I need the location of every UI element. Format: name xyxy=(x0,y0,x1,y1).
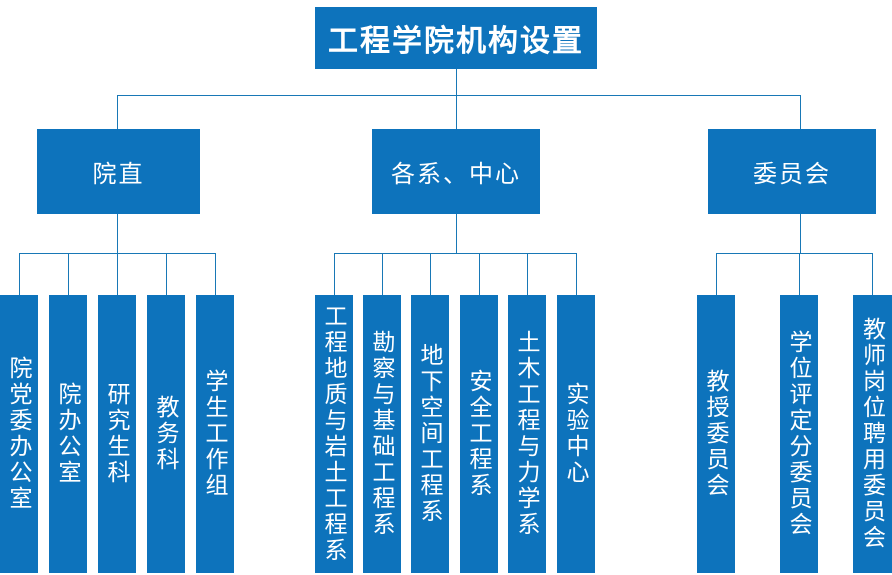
leaf-party-committee-office: 院党委办公室 xyxy=(0,295,38,573)
leaf-engineering-geology-geotech-dept: 工程地质与岩土工程系 xyxy=(315,295,353,573)
branch-departments-centers: 各系、中心 xyxy=(372,129,540,214)
connector-drop-geology-geotech xyxy=(334,253,335,295)
leaf-professor-committee: 教授委员会 xyxy=(697,295,735,573)
connector-committees-stem xyxy=(800,214,801,253)
connector-departments-horizontal xyxy=(334,253,577,254)
connector-committees-horizontal xyxy=(716,253,873,254)
connector-drop-professor-committee xyxy=(716,253,717,295)
leaf-graduate-section-label: 研究生科 xyxy=(104,382,130,486)
leaf-teacher-position-employment-committee: 教师岗位聘用委员会 xyxy=(853,295,892,573)
leaf-party-committee-office-label: 院党委办公室 xyxy=(6,356,32,512)
connector-drop-branch-departments xyxy=(456,95,457,129)
leaf-academic-affairs-section: 教务科 xyxy=(147,295,185,573)
connector-drop-branch-yuanzhi xyxy=(117,95,118,129)
leaf-degree-evaluation-subcommittee: 学位评定分委员会 xyxy=(780,295,818,573)
connector-drop-college-office xyxy=(68,253,69,295)
leaf-safety-engineering-dept: 安全工程系 xyxy=(460,295,498,573)
leaf-academic-affairs-section-label: 教务科 xyxy=(153,395,179,473)
leaf-teacher-position-employment-committee-label: 教师岗位聘用委员会 xyxy=(859,317,886,551)
leaf-professor-committee-label: 教授委员会 xyxy=(703,369,729,499)
connector-drop-experiment-center xyxy=(576,253,577,295)
branch-committees: 委员会 xyxy=(708,129,876,214)
connector-level1-horizontal xyxy=(117,95,801,96)
connector-yuanzhi-stem xyxy=(117,214,118,253)
leaf-experiment-center: 实验中心 xyxy=(557,295,595,573)
connector-departments-stem xyxy=(456,214,457,253)
leaf-underground-space-dept-label: 地下空间工程系 xyxy=(417,343,443,525)
connector-drop-degree-subcommittee xyxy=(799,253,800,295)
connector-drop-safety-engineering xyxy=(479,253,480,295)
connector-drop-graduate-section xyxy=(117,253,118,295)
leaf-college-office: 院办公室 xyxy=(49,295,87,573)
connector-drop-academic-affairs xyxy=(166,253,167,295)
connector-drop-teacher-employment xyxy=(872,253,873,295)
connector-root-stem xyxy=(456,69,457,95)
leaf-graduate-section: 研究生科 xyxy=(98,295,136,573)
connector-drop-underground-space xyxy=(430,253,431,295)
leaf-student-work-group: 学生工作组 xyxy=(196,295,234,573)
connector-drop-survey-foundation xyxy=(382,253,383,295)
leaf-civil-mechanics-dept: 土木工程与力学系 xyxy=(508,295,546,573)
connector-drop-party-office xyxy=(19,253,20,295)
chart-title: 工程学院机构设置 xyxy=(315,7,597,69)
leaf-civil-mechanics-dept-label: 土木工程与力学系 xyxy=(514,330,540,538)
leaf-survey-foundation-dept-label: 勘察与基础工程系 xyxy=(369,330,395,538)
leaf-degree-evaluation-subcommittee-label: 学位评定分委员会 xyxy=(786,330,812,538)
connector-drop-student-work xyxy=(215,253,216,295)
leaf-safety-engineering-dept-label: 安全工程系 xyxy=(466,369,492,499)
leaf-underground-space-dept: 地下空间工程系 xyxy=(411,295,449,573)
leaf-survey-foundation-dept: 勘察与基础工程系 xyxy=(363,295,401,573)
leaf-college-office-label: 院办公室 xyxy=(55,382,81,486)
branch-committees-label: 委员会 xyxy=(753,161,831,188)
leaf-experiment-center-label: 实验中心 xyxy=(563,382,589,486)
connector-drop-civil-mechanics xyxy=(527,253,528,295)
branch-yuanzhi-label: 院直 xyxy=(92,161,145,188)
branch-yuanzhi: 院直 xyxy=(37,129,200,214)
leaf-engineering-geology-geotech-dept-label: 工程地质与岩土工程系 xyxy=(321,304,347,564)
branch-departments-centers-label: 各系、中心 xyxy=(391,161,521,188)
chart-title-label: 工程学院机构设置 xyxy=(328,25,584,58)
leaf-student-work-group-label: 学生工作组 xyxy=(202,369,228,499)
connector-drop-branch-committees xyxy=(800,95,801,129)
